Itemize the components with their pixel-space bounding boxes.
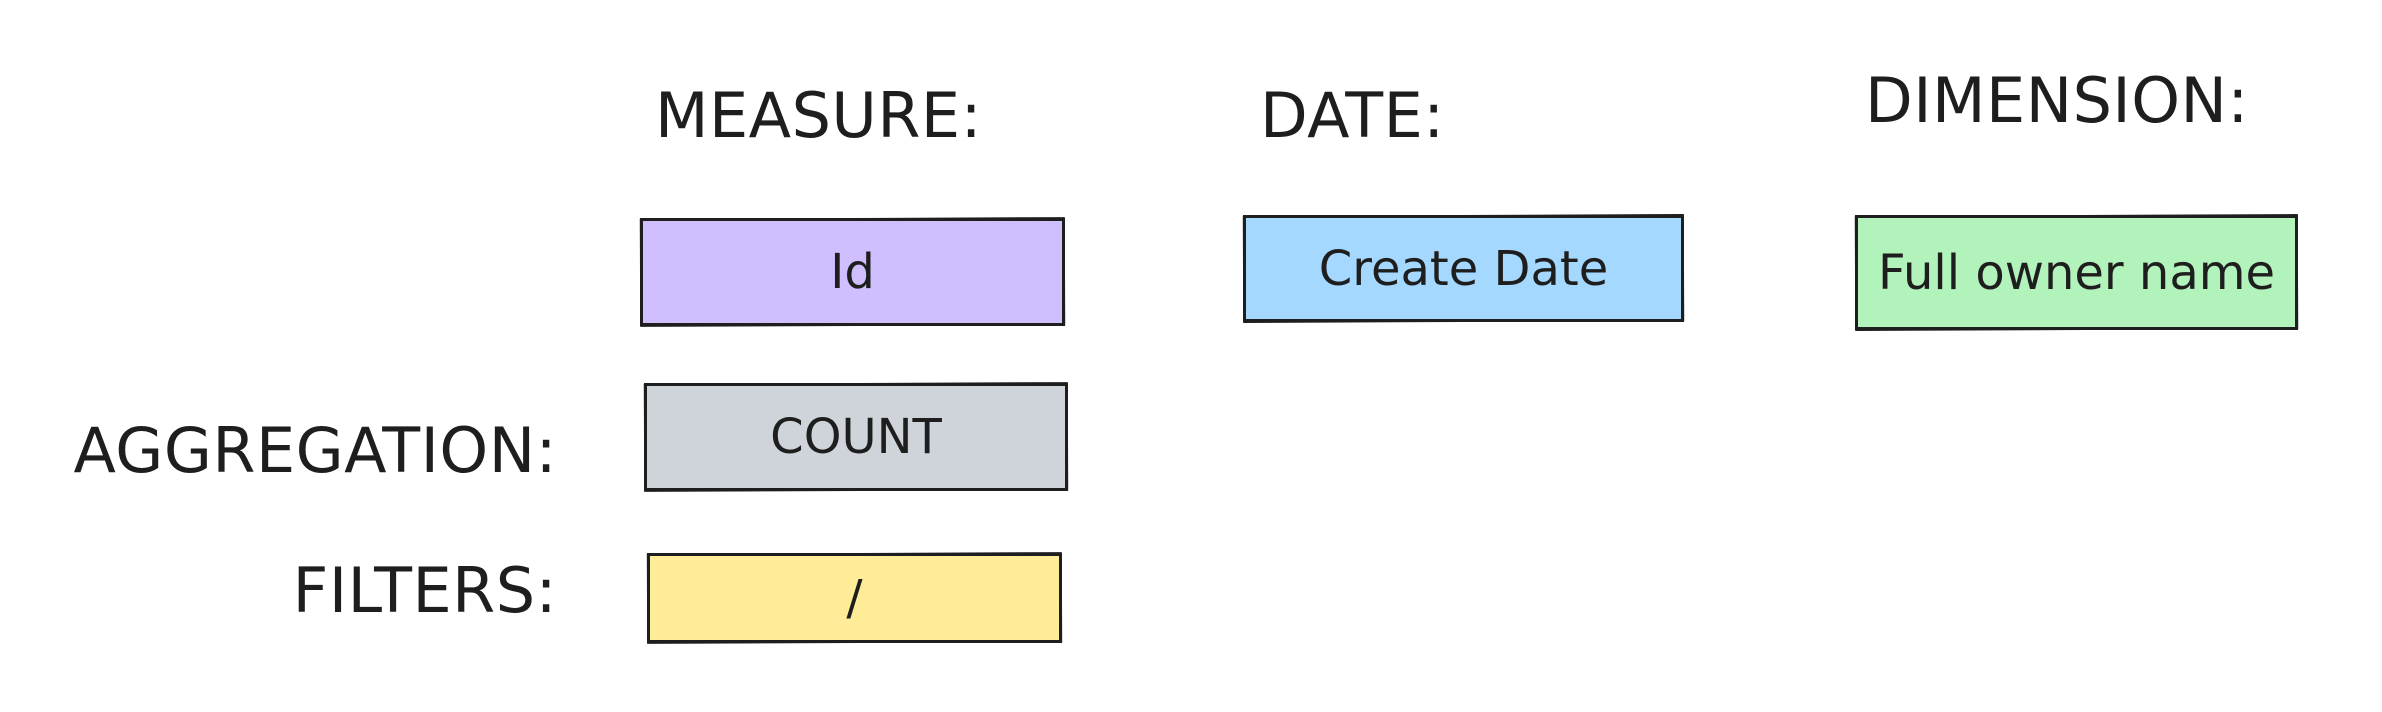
date-box-label: Create Date: [1318, 240, 1609, 297]
date-box: Create Date: [1242, 214, 1685, 323]
dimension-heading: DIMENSION:: [1865, 64, 2249, 137]
measure-box: Id: [639, 217, 1066, 327]
measure-box-label: Id: [830, 244, 875, 300]
filters-box-label: /: [846, 570, 863, 626]
measure-heading: MEASURE:: [655, 79, 982, 152]
dimension-box: Full owner name: [1854, 214, 2299, 331]
aggregation-box: COUNT: [643, 382, 1069, 492]
filters-box: /: [646, 552, 1063, 644]
date-heading: DATE:: [1260, 79, 1445, 152]
aggregation-box-label: COUNT: [770, 409, 942, 465]
filters-heading: FILTERS:: [292, 554, 557, 627]
dimension-box-label: Full owner name: [1877, 244, 2276, 301]
aggregation-heading: AGGREGATION:: [73, 414, 557, 487]
